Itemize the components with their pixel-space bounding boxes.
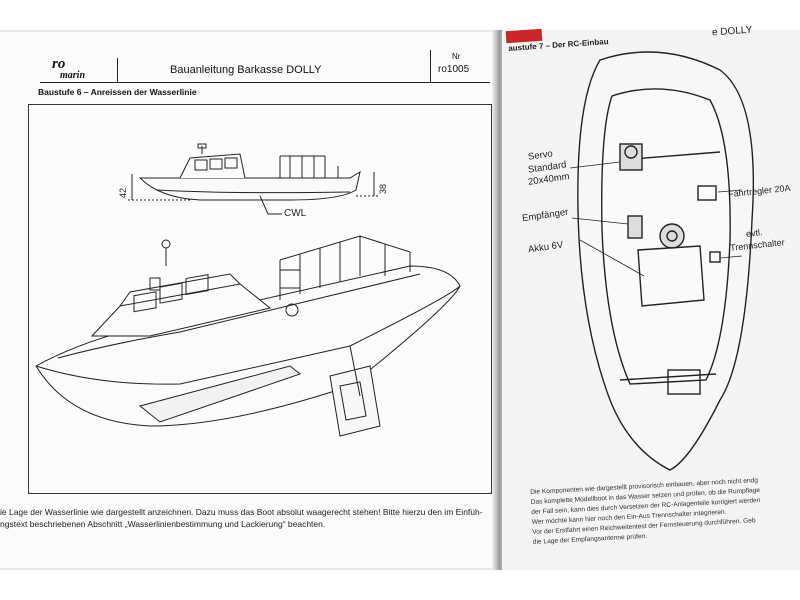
header-divider [117,58,118,82]
switch-label-1: evtl. [745,227,763,239]
waterline-label: CWL [284,208,307,219]
caption-line: ie Lage der Wasserlinie wie dargestellt … [0,507,483,517]
article-number: ro1005 [438,64,470,75]
logo-bottom-text: marin [60,70,86,81]
page-title: Bauanleitung Barkasse DOLLY [170,64,322,76]
dimension-left: 42 [118,187,129,199]
side-profile-drawing [128,143,380,215]
header-divider [430,50,431,82]
header-rule [40,82,490,83]
perspective-drawing [35,235,461,437]
step-title: Baustufe 6 – Anreissen der Wasserlinie [38,87,197,97]
rc-layout-drawing [569,51,755,471]
left-caption: ie Lage der Wasserlinie wie dargestellt … [0,506,496,530]
caption-line: ngstext beschriebenen Abschnitt „Wasserl… [0,519,326,529]
romarin-logo: ro marin [52,56,86,82]
dimension-right: 38 [378,183,389,195]
logo-top-text: ro [52,56,66,72]
number-label: Nr [452,52,461,61]
